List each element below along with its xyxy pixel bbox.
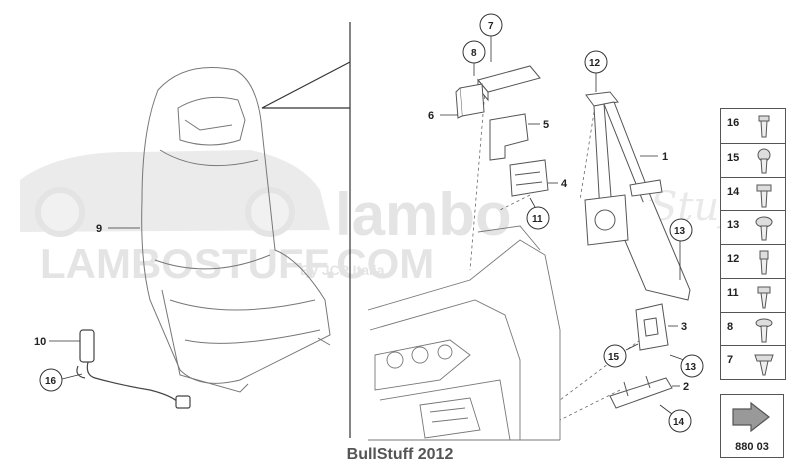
diagram-code-box: 880 03 [720, 394, 784, 458]
legend-number: 15 [727, 151, 740, 164]
fastener-icon [755, 216, 773, 241]
callout-13-upper: 13 [674, 226, 686, 237]
seat-illustration [141, 67, 331, 393]
callout-10: 10 [34, 336, 46, 348]
fastener-legend: 16 15 14 13 12 11 8 7 [720, 108, 786, 380]
legend-number: 16 [727, 117, 740, 129]
fastener-icon [757, 286, 771, 309]
legend-row-14: 14 [721, 176, 785, 211]
seat-belt-assembly [584, 91, 691, 301]
callout-7: 7 [488, 21, 494, 32]
callout-1: 1 [662, 151, 668, 163]
arrow-icon [732, 401, 770, 433]
legend-row-8: 8 [721, 311, 785, 346]
fastener-icon [757, 148, 771, 174]
fastener-icon [756, 184, 772, 207]
callout-9: 9 [96, 223, 102, 235]
legend-number: 14 [727, 185, 740, 198]
callout-2: 2 [683, 381, 689, 393]
watermark-byline: By JCP Italia [300, 262, 385, 278]
car-body-structure [367, 225, 561, 441]
fastener-icon [754, 354, 774, 376]
callout-5: 5 [543, 119, 549, 131]
callout-15: 15 [608, 352, 620, 363]
legend-number: 13 [727, 219, 740, 232]
bracket-6 [455, 83, 485, 119]
callout-12: 12 [589, 58, 601, 69]
legend-row-7: 7 [721, 345, 785, 379]
callout-16: 16 [45, 376, 57, 387]
legend-number: 8 [727, 320, 734, 333]
callout-4: 4 [561, 178, 568, 190]
legend-row-16: 16 [721, 109, 785, 143]
fastener-icon [755, 318, 773, 342]
wiring-harness [76, 329, 191, 409]
fastener-icon [758, 115, 770, 138]
legend-number: 11 [727, 286, 739, 299]
legend-row-11: 11 [721, 277, 785, 312]
callout-8: 8 [471, 48, 477, 59]
fastener-icon [759, 250, 769, 275]
footer-credit: BullStuff 2012 [346, 446, 454, 463]
leader-lines [469, 89, 641, 421]
callout-11: 11 [532, 214, 543, 225]
legend-row-12: 12 [721, 244, 785, 278]
bracket-5 [489, 113, 529, 161]
watermark-logo-text: lambo [335, 181, 512, 248]
callout-6: 6 [428, 110, 434, 122]
watermark-site-text: LAMBOSTUFF.COM [40, 240, 434, 287]
diagram-code: 880 03 [735, 441, 769, 453]
legend-row-15: 15 [721, 142, 785, 177]
legend-number: 7 [727, 354, 734, 367]
divider [261, 22, 351, 438]
callout-14: 14 [673, 417, 685, 428]
legend-row-13: 13 [721, 210, 785, 244]
legend-number: 12 [727, 253, 740, 265]
anchor-rail-2 [609, 375, 673, 409]
bracket-4 [509, 159, 549, 197]
callout-13-lower: 13 [685, 362, 697, 373]
callout-3: 3 [681, 321, 687, 333]
bracket-upper [477, 65, 541, 102]
buckle-3 [635, 303, 669, 351]
